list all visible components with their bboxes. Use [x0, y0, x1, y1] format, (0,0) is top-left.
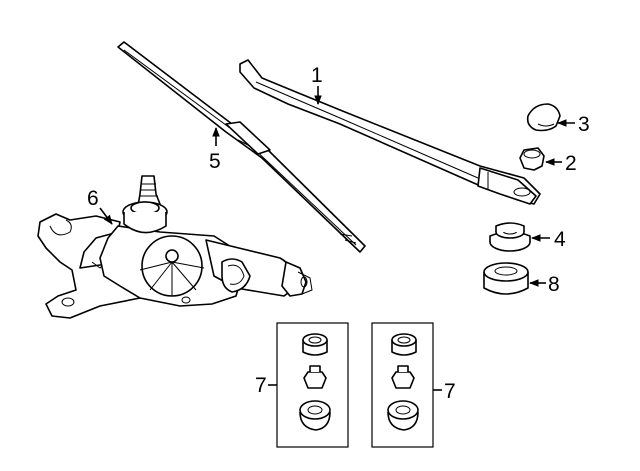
spacer: [483, 262, 529, 295]
callout-2: 2: [565, 152, 577, 175]
grommet-kit-left: [276, 322, 349, 448]
nut-cap: [526, 103, 561, 132]
callout-6: 6: [87, 187, 99, 210]
grommet-bottom-left: [299, 400, 331, 431]
wiper-blade: [117, 41, 366, 253]
callout-8: 8: [548, 273, 560, 296]
grommet-top-left: [302, 333, 328, 356]
wiper-arm: [239, 59, 541, 205]
callout-7-right: 7: [444, 380, 456, 403]
callout-5: 5: [209, 150, 221, 173]
pivot-bushing: [489, 222, 531, 252]
nut-middle-left: [303, 365, 327, 389]
wiper-motor: [37, 175, 313, 319]
grommet-bottom-right: [387, 400, 419, 431]
callout-3: 3: [578, 113, 590, 136]
arm-nut: [519, 147, 545, 171]
callout-7-left: 7: [255, 374, 267, 397]
grommet-top-right: [391, 333, 417, 356]
callout-4: 4: [554, 228, 566, 251]
nut-middle-right: [391, 365, 415, 389]
callout-1: 1: [311, 64, 323, 87]
grommet-kit-right: [371, 322, 434, 448]
leader-6: [99, 207, 113, 225]
